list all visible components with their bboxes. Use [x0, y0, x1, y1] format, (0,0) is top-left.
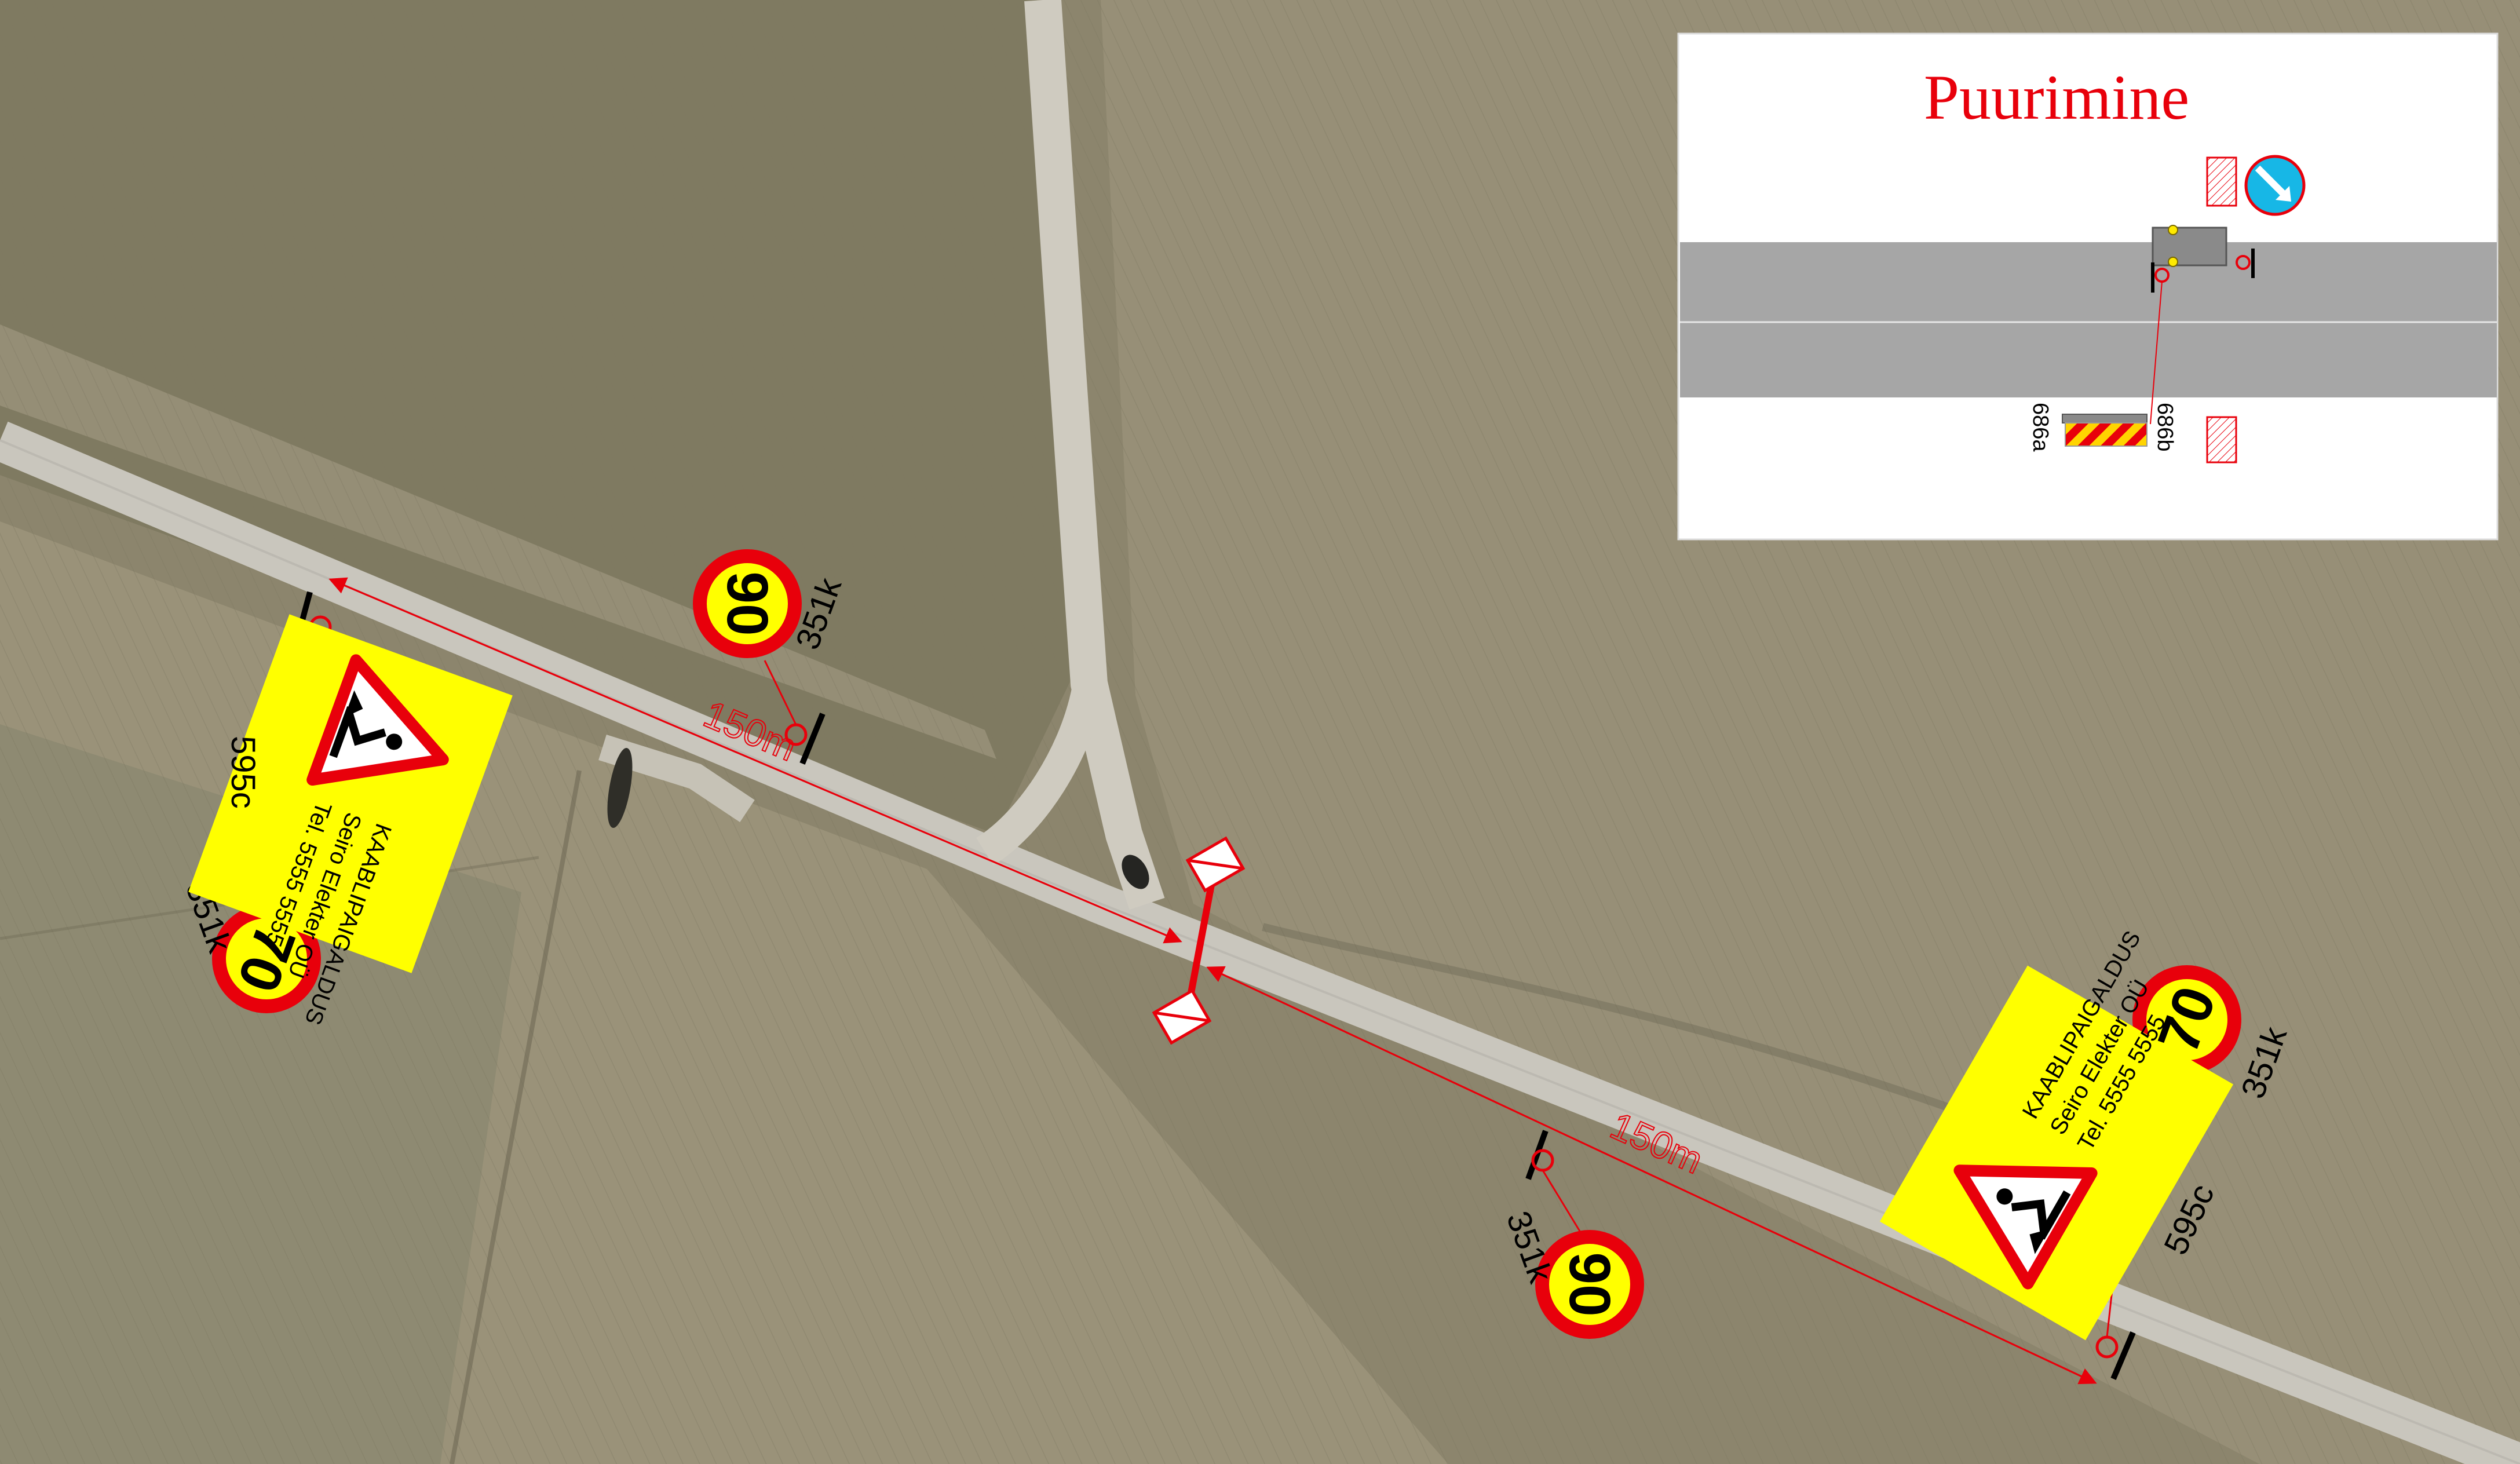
road-works-icon: [1953, 1164, 2098, 1290]
keep-right-arrow-icon: [2244, 155, 2306, 216]
speed-90-lower-value: 90: [1557, 1252, 1622, 1316]
inset-panel: Puurimine 686a 686b: [1677, 32, 2499, 541]
info-left-code: 595c: [224, 736, 262, 809]
inset-road-barrier-board: [2065, 422, 2148, 447]
speed-90-upper-value: 90: [715, 571, 780, 636]
sign-post-north: [764, 660, 826, 765]
sign-post-south: [1525, 1130, 1583, 1235]
info-board-left: KAABLIPAIGALDUS Seiro Elekter OÜ Tel. 55…: [188, 614, 513, 1028]
inset-sign-label-686b: 686b: [2153, 403, 2177, 452]
inset-title: Puurimine: [1924, 62, 2189, 133]
inset-barrier-top: [2206, 156, 2237, 207]
road-works-icon: [306, 654, 449, 786]
inset-work-vehicle: [2152, 227, 2227, 266]
inset-road: [1680, 242, 2497, 397]
inset-barrier-bottom: [2206, 416, 2237, 463]
worksite-barrier: [1152, 836, 1246, 1045]
info-board-right: KAABLIPAIGALDUS Seiro Elekter OÜ Tel. 55…: [1879, 926, 2234, 1341]
inset-sign-label-686a: 686a: [2028, 403, 2052, 452]
